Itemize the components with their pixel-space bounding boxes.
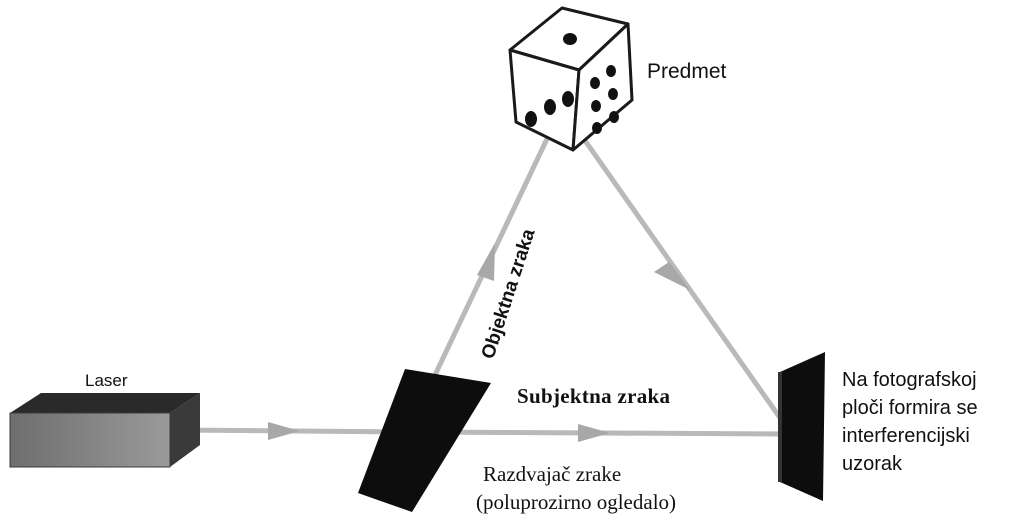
plate-edge <box>778 372 782 482</box>
laser-beam <box>174 422 409 440</box>
laser-label: Laser <box>85 371 128 390</box>
laser-side-face <box>170 393 200 467</box>
die-pip <box>563 33 577 45</box>
photographic-plate-label: Na fotografskoj ploči formira se interfe… <box>842 366 978 478</box>
die-pip <box>544 99 556 115</box>
plate-label-line: ploči formira se <box>842 397 978 419</box>
plate-label-line: interferencijski <box>842 425 970 447</box>
object-label: Predmet <box>647 60 727 83</box>
die-pip <box>591 100 601 112</box>
die-right-face <box>571 22 634 152</box>
plate-face <box>780 352 825 501</box>
die-pip <box>606 65 616 77</box>
laser-top-face <box>10 393 200 413</box>
photographic-plate <box>778 352 825 501</box>
die-pip <box>590 77 600 89</box>
arrowhead-reference-beam <box>578 424 610 442</box>
die-pip <box>592 122 602 134</box>
reference-beam <box>407 424 793 442</box>
reference-beam-label: Subjektna zraka <box>517 384 671 408</box>
die-object <box>508 6 634 152</box>
beam-splitter-sublabel: (poluprozirno ogledalo) <box>476 490 677 514</box>
beam-splitter-mirror <box>358 369 491 512</box>
scattered-beam <box>557 103 793 434</box>
plate-label-line: uzorak <box>842 453 903 475</box>
laser-device <box>9 393 200 468</box>
beam-splitter-label: Razdvajač zrake <box>483 462 622 486</box>
die-pip <box>609 111 619 123</box>
arrowhead-object-beam <box>477 243 495 281</box>
laser-front-face <box>9 412 171 468</box>
arrowhead-laser-beam <box>268 422 300 440</box>
die-pip <box>562 91 574 107</box>
object-beam-label: Objektna zraka <box>478 226 540 361</box>
arrowhead-scattered-beam <box>654 262 690 290</box>
die-pip <box>608 88 618 100</box>
die-pip <box>525 111 537 127</box>
plate-label-line: Na fotografskoj <box>842 369 977 391</box>
